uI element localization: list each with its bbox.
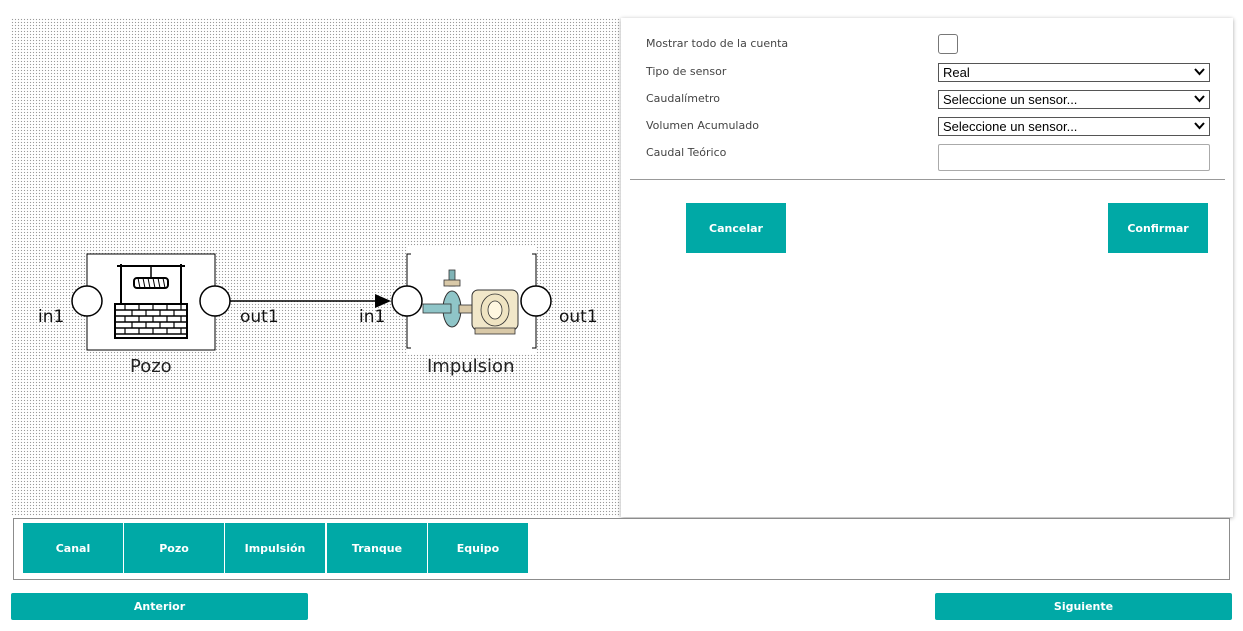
panel-divider [630, 179, 1225, 180]
volume-select[interactable]: Seleccione un sensor... [938, 117, 1210, 136]
flowmeter-value: Seleccione un sensor... [943, 92, 1078, 107]
cancel-button[interactable]: Cancelar [686, 203, 786, 253]
show-all-label: Mostrar todo de la cuenta [646, 37, 789, 50]
pozo-in-port-label: in1 [38, 307, 65, 327]
impulsion-in-port-label: in1 [359, 307, 386, 327]
link-arrowhead [375, 294, 391, 308]
volume-value: Seleccione un sensor... [943, 119, 1078, 134]
palette-item-tranque[interactable]: Tranque [327, 523, 427, 573]
confirm-button[interactable]: Confirmar [1108, 203, 1208, 253]
impulsion-out-port[interactable] [520, 285, 552, 317]
impulsion-in-port[interactable] [391, 285, 423, 317]
sensor-type-value: Real [943, 65, 970, 80]
sensor-type-label: Tipo de sensor [646, 65, 727, 78]
diagram-canvas[interactable]: in1 out1 Pozo in1 out1 Impulsion [11, 18, 621, 516]
theoretical-flow-label: Caudal Teórico [646, 146, 727, 159]
next-button[interactable]: Siguiente [935, 593, 1232, 620]
impulsion-node-label: Impulsion [427, 356, 515, 377]
diagram-svg [71, 246, 552, 354]
well-icon [114, 264, 188, 339]
palette-item-canal[interactable]: Canal [23, 523, 123, 573]
pozo-in-port[interactable] [71, 285, 103, 317]
flowmeter-select[interactable]: Seleccione un sensor... [938, 90, 1210, 109]
pozo-out-port[interactable] [199, 285, 231, 317]
pozo-node-label: Pozo [130, 356, 172, 377]
pozo-node[interactable] [71, 253, 231, 351]
chevron-down-icon [1194, 68, 1205, 76]
chevron-down-icon [1194, 122, 1205, 130]
flowmeter-label: Caudalímetro [646, 92, 721, 105]
palette-item-pozo[interactable]: Pozo [124, 523, 224, 573]
palette-item-impulsion[interactable]: Impulsión [225, 523, 325, 573]
impulsion-out-port-label: out1 [559, 307, 598, 327]
pump-icon [422, 269, 519, 335]
pozo-out-port-label: out1 [240, 307, 279, 327]
volume-label: Volumen Acumulado [646, 119, 759, 132]
chevron-down-icon [1194, 95, 1205, 103]
previous-button[interactable]: Anterior [11, 593, 308, 620]
node-palette: Canal Pozo Impulsión Tranque Equipo [13, 518, 1230, 580]
theoretical-flow-input[interactable] [938, 144, 1210, 171]
palette-item-equipo[interactable]: Equipo [428, 523, 528, 573]
sensor-properties-panel: Mostrar todo de la cuenta Tipo de sensor… [621, 18, 1233, 517]
show-all-checkbox[interactable] [938, 34, 958, 54]
impulsion-node[interactable] [391, 246, 552, 354]
sensor-type-select[interactable]: Real [938, 63, 1210, 82]
